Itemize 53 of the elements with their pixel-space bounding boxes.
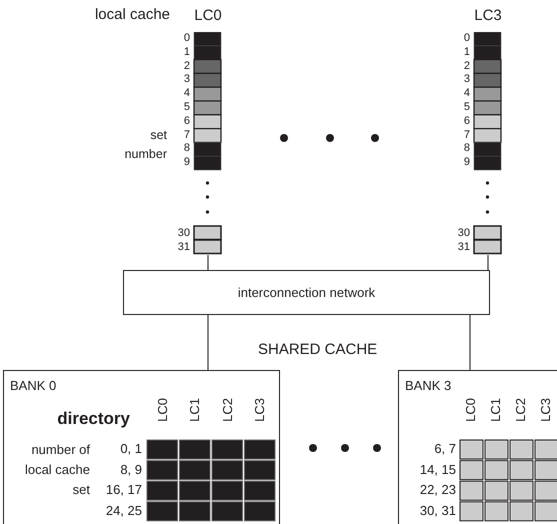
set-number: 4 xyxy=(184,88,190,100)
row-header: 16, 17 xyxy=(106,483,142,496)
row-caption: number of local cache set xyxy=(24,441,90,500)
set-number: 9 xyxy=(184,157,190,168)
box-label: interconnection network xyxy=(238,285,376,300)
row-header: 30, 31 xyxy=(420,504,456,517)
row-header: 14, 15 xyxy=(420,462,456,476)
network-box xyxy=(123,270,490,315)
set-number: 5 xyxy=(184,102,190,113)
column-header: LC1 xyxy=(188,398,201,422)
set-number: 30 xyxy=(178,228,190,239)
set-number: 8 xyxy=(184,143,190,154)
set-number: 5 xyxy=(464,102,470,113)
column-header: LC3 xyxy=(538,398,552,422)
set-number: 7 xyxy=(464,130,470,141)
set-number: 0 xyxy=(464,33,470,44)
set-number: 3 xyxy=(184,74,190,86)
set-number: 1 xyxy=(464,46,470,58)
set-number: 9 xyxy=(464,157,470,168)
set-number: 8 xyxy=(464,143,470,154)
set-number: 30 xyxy=(458,228,470,239)
set-number: 6 xyxy=(464,116,470,127)
set-number: 4 xyxy=(464,88,470,100)
column-heading: LC0 xyxy=(193,7,223,24)
directory-heading: directory xyxy=(57,410,130,427)
column-heading: LC3 xyxy=(473,7,503,24)
column-header: LC0 xyxy=(464,398,476,422)
row-header: 0, 1 xyxy=(120,442,142,455)
set-number: 31 xyxy=(458,242,470,252)
cache-bank-panel xyxy=(398,370,557,524)
row-header: 8, 9 xyxy=(120,462,142,476)
column-header: LC2 xyxy=(220,398,234,422)
bank-title: BANK 3 xyxy=(405,378,452,393)
set-number: 6 xyxy=(184,116,190,127)
set-number: 0 xyxy=(184,33,190,44)
set-number: 2 xyxy=(464,60,470,72)
set-number: 3 xyxy=(464,74,470,86)
axis-caption: set number xyxy=(124,127,167,164)
cache-bank-panel xyxy=(3,370,280,524)
column-header: LC2 xyxy=(514,398,526,422)
bank-title: BANK 0 xyxy=(10,378,56,393)
row-header: 24, 25 xyxy=(106,504,142,517)
row-header: 22, 23 xyxy=(420,483,456,496)
column-header: LC1 xyxy=(488,398,502,422)
set-number: 1 xyxy=(184,46,190,58)
section-heading: SHARED CACHE xyxy=(258,342,378,357)
column-header: LC0 xyxy=(156,398,168,422)
set-number: 2 xyxy=(184,60,190,72)
set-number: 7 xyxy=(184,130,190,141)
set-number: 31 xyxy=(178,242,190,252)
caption-text: local cache xyxy=(94,7,170,22)
row-header: 6, 7 xyxy=(434,442,456,455)
column-header: LC3 xyxy=(253,398,266,422)
